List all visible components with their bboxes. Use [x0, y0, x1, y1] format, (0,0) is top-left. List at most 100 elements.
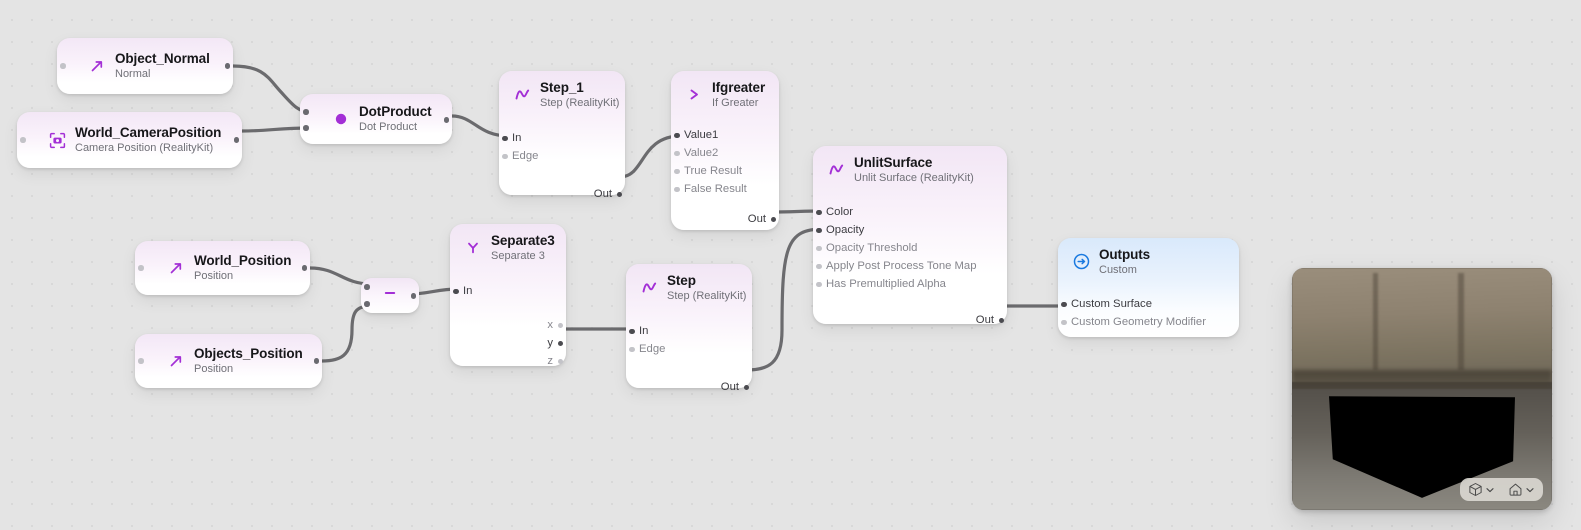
wave-squiggle-icon [638, 277, 660, 299]
port-dot[interactable] [674, 150, 680, 157]
port-in-color[interactable]: Color [813, 203, 1007, 221]
port-out-z[interactable]: z [450, 352, 566, 370]
node-world-position[interactable]: World_Position Position [135, 241, 310, 295]
node-title: Separate3 [491, 233, 555, 248]
port-dot[interactable] [816, 281, 822, 288]
node-header: Outputs Custom [1058, 238, 1239, 282]
shape-selector-button[interactable] [1468, 482, 1495, 497]
wire-object-normal-to-dotproduct [231, 64, 312, 114]
node-title: DotProduct [359, 104, 432, 120]
node-separate3[interactable]: Separate3 Separate 3 In x y z [450, 224, 566, 367]
port-dot[interactable] [616, 191, 622, 198]
port-dot[interactable] [816, 227, 822, 234]
node-header: Step_1 Step (RealityKit) [499, 71, 625, 115]
port-out-dot[interactable] [233, 137, 239, 143]
port-in-dot[interactable] [138, 358, 144, 364]
node-step[interactable]: Step Step (RealityKit) In Edge Out [626, 264, 752, 393]
port-in-opacity-threshold[interactable]: Opacity Threshold [813, 239, 1007, 257]
node-ports: In Edge Out [626, 308, 752, 405]
port-in-1-dot[interactable] [303, 125, 309, 131]
node-subtract[interactable] [361, 278, 419, 313]
port-dot[interactable] [629, 346, 635, 353]
port-dot[interactable] [502, 153, 508, 160]
port-dot[interactable] [1061, 319, 1067, 326]
node-dotproduct[interactable]: DotProduct Dot Product [300, 94, 452, 144]
port-in[interactable]: In [499, 129, 625, 147]
split-y-icon [462, 237, 484, 259]
port-out-y[interactable]: y [450, 334, 566, 352]
port-dot[interactable] [557, 322, 563, 329]
environment-selector-button[interactable] [1508, 482, 1535, 497]
port-dot[interactable] [998, 317, 1004, 324]
port-dot[interactable] [674, 186, 680, 193]
port-in[interactable]: Value2 [671, 144, 779, 162]
port-out-dot[interactable] [313, 358, 319, 364]
port-dot[interactable] [674, 168, 680, 175]
port-in[interactable]: True Result [671, 162, 779, 180]
port-dot[interactable] [770, 216, 776, 223]
port-in[interactable]: False Result [671, 180, 779, 198]
node-step-1[interactable]: Step_1 Step (RealityKit) In Edge Out [499, 71, 625, 200]
node-header: UnlitSurface Unlit Surface (RealityKit) [813, 146, 1007, 190]
port-out-dot[interactable] [443, 117, 449, 123]
port-dot[interactable] [674, 132, 680, 139]
port-in-custom-geometry-modifier[interactable]: Custom Geometry Modifier [1058, 313, 1239, 331]
node-objects-position[interactable]: Objects_Position Position [135, 334, 322, 388]
arrow-up-right-icon [86, 55, 108, 77]
port-in-dot[interactable] [60, 63, 66, 69]
port-in-custom-surface[interactable]: Custom Surface [1058, 295, 1239, 313]
port-in-premultiplied-alpha[interactable]: Has Premultiplied Alpha [813, 275, 1007, 293]
port-in[interactable]: Edge [499, 147, 625, 165]
node-title: Step [667, 273, 696, 288]
node-subtitle: Custom [1099, 264, 1137, 277]
port-out-dot[interactable] [301, 265, 307, 271]
filled-circle-icon [330, 108, 352, 130]
node-unlitsurface[interactable]: UnlitSurface Unlit Surface (RealityKit) … [813, 146, 1007, 326]
port-in-dot[interactable] [20, 137, 26, 143]
port-out[interactable]: Out [626, 378, 752, 396]
port-dot[interactable] [453, 288, 459, 295]
port-out[interactable]: Out [671, 210, 779, 228]
port-out-x[interactable]: x [450, 316, 566, 334]
port-in-0-dot[interactable] [364, 284, 370, 290]
node-ifgreater[interactable]: Ifgreater If Greater Value1 Value2 True … [671, 71, 779, 230]
wire-step-to-unlitsurface-opacity [744, 227, 825, 372]
node-object-normal[interactable]: Object_Normal Normal [57, 38, 233, 94]
port-in-1-dot[interactable] [364, 301, 370, 307]
3d-preview-viewport[interactable] [1292, 268, 1552, 510]
node-world-cameraposition[interactable]: World_CameraPosition Camera Position (Re… [17, 112, 242, 168]
port-dot[interactable] [743, 384, 749, 391]
port-dot[interactable] [1061, 301, 1067, 308]
greater-than-icon [683, 84, 705, 106]
port-dot[interactable] [816, 263, 822, 270]
port-in-tone-map[interactable]: Apply Post Process Tone Map [813, 257, 1007, 275]
port-dot[interactable] [629, 328, 635, 335]
port-dot[interactable] [557, 340, 563, 347]
wave-squiggle-icon [825, 159, 847, 181]
port-in-0-dot[interactable] [303, 109, 309, 115]
port-in[interactable]: Value1 [671, 126, 779, 144]
port-out[interactable]: Out [813, 311, 1007, 329]
arrow-up-right-icon [165, 350, 187, 372]
wire-objects-position-to-subtract [320, 304, 373, 363]
port-in[interactable]: In [450, 282, 566, 300]
port-out[interactable]: Out [499, 185, 625, 203]
home-icon [1508, 482, 1523, 497]
port-in[interactable]: In [626, 322, 752, 340]
port-dot[interactable] [557, 358, 563, 365]
port-dot[interactable] [816, 209, 822, 216]
port-in-dot[interactable] [138, 265, 144, 271]
node-ports: Color Opacity Opacity Threshold Apply Po… [813, 190, 1007, 338]
node-outputs[interactable]: Outputs Custom Custom Surface Custom Geo… [1058, 238, 1239, 337]
port-out-dot[interactable] [410, 293, 416, 299]
port-dot[interactable] [502, 135, 508, 142]
port-in-opacity[interactable]: Opacity [813, 221, 1007, 239]
port-in[interactable]: Edge [626, 340, 752, 358]
port-out-dot[interactable] [224, 63, 230, 69]
node-subtitle: Dot Product [359, 121, 418, 134]
camera-viewfinder-icon [46, 129, 68, 151]
port-dot[interactable] [816, 245, 822, 252]
node-subtitle: Normal [115, 68, 151, 81]
wire-world-position-to-subtract [308, 266, 373, 286]
